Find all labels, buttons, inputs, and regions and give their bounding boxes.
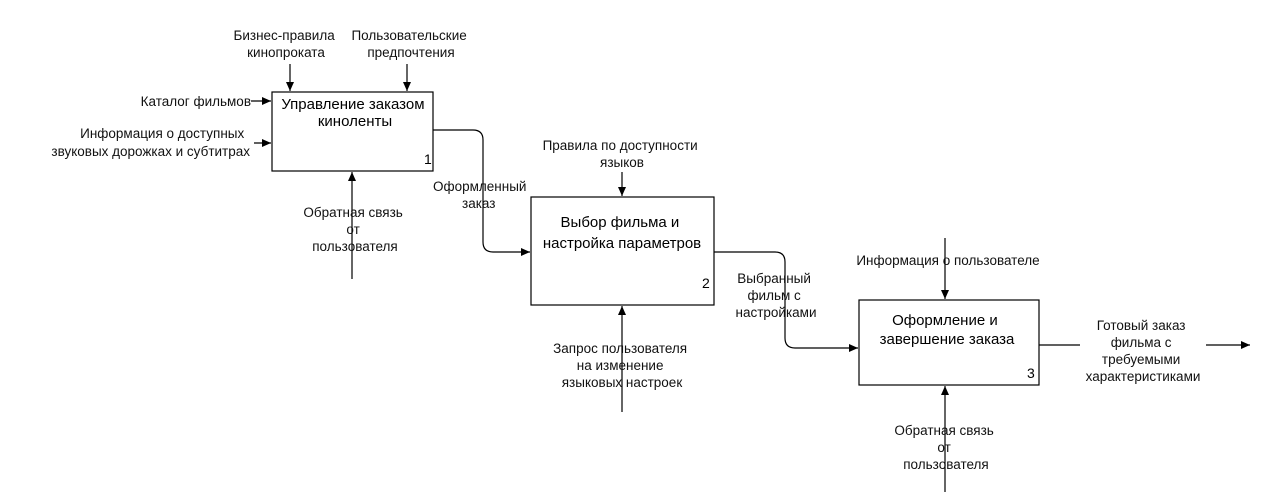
label-feedback-3: Обратная связь от пользователя [894,423,997,472]
activity-box-3-number: 3 [1027,365,1035,381]
label-formed-order: Оформленный заказ [433,179,530,211]
activity-box-2-frame [530,196,715,306]
arrow-output-formed-order [433,129,530,256]
activity-box-2[interactable]: Выбор фильма и настройка параметров 2 [530,196,715,306]
activity-box-1[interactable]: Управление заказом киноленты 1 [271,91,434,172]
label-feedback-1: Обратная связь от пользователя [303,205,406,254]
activity-box-3-title: Оформление и завершение заказа [880,312,1015,348]
label-business-rules: Бизнес-правила кинопроката [234,28,339,60]
activity-box-1-frame [271,91,434,172]
label-audio-info: Информация о доступных звуковых дорожках… [51,126,250,159]
label-user-preferences: Пользовательские предпочтения [351,28,470,60]
activity-box-2-title: Выбор фильма и настройка параметров [543,214,701,252]
label-catalog: Каталог фильмов [141,94,251,109]
label-language-request: Запрос пользователя на изменение языковы… [553,341,691,390]
label-user-info: Информация о пользователе [856,253,1039,268]
label-final-order: Готовый заказ фильма с требуемыми характ… [1086,318,1201,384]
arrow-output-selected-film [714,251,858,352]
activity-box-3-frame [858,299,1040,386]
activity-box-3[interactable]: Оформление и завершение заказа 3 [858,299,1040,386]
label-selected-film: Выбранный фильм с настройками [736,271,817,320]
activity-box-2-number: 2 [702,275,710,291]
activity-box-1-number: 1 [424,151,432,167]
activity-box-1-title: Управление заказом киноленты [281,96,428,130]
label-language-rules: Правила по доступности языков [543,138,702,170]
